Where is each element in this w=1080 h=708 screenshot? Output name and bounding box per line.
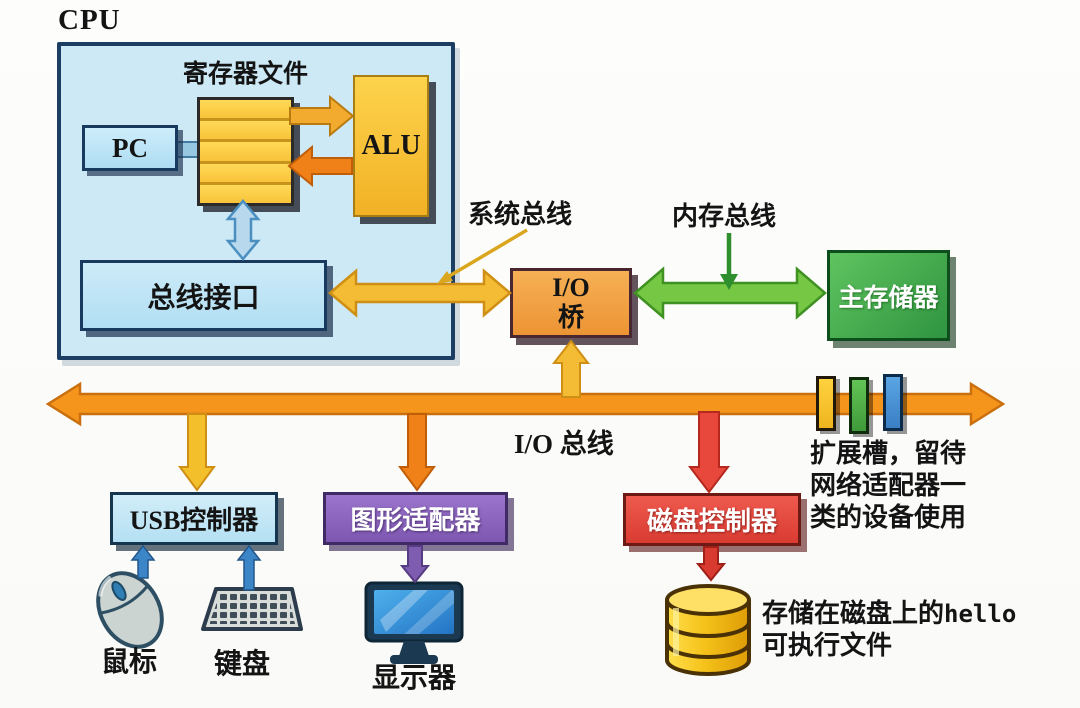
bus-to-graphics-arrow bbox=[398, 413, 436, 492]
io-bus-label: I/O 总线 bbox=[514, 429, 614, 459]
io-bridge-line1: I/O bbox=[552, 273, 590, 302]
register-row bbox=[200, 163, 291, 185]
memory-bus-pointer bbox=[720, 233, 738, 290]
hello-filename: hello bbox=[944, 600, 1017, 628]
graphics-to-monitor-arrow bbox=[399, 545, 431, 584]
expansion-note-line: 扩展槽，留待 bbox=[810, 439, 967, 468]
disk-icon bbox=[665, 584, 751, 676]
keyboard-icon bbox=[201, 587, 303, 631]
bus-to-bridge-arrow bbox=[551, 339, 591, 398]
expansion-slot-yellow bbox=[816, 376, 836, 431]
register-row bbox=[200, 121, 291, 143]
register-file-label: 寄存器文件 bbox=[182, 61, 308, 88]
monitor-icon bbox=[364, 581, 464, 664]
memory-bus-arrow bbox=[633, 266, 827, 320]
expansion-note-line: 类的设备使用 bbox=[810, 503, 967, 532]
disk-file-note-line1: 存储在磁盘上的hello bbox=[762, 599, 1017, 628]
mouse-to-usb-arrow bbox=[130, 544, 156, 579]
register-row bbox=[200, 142, 291, 164]
expansion-slot-blue bbox=[883, 374, 903, 431]
register-row bbox=[200, 184, 291, 204]
pc-box: PC bbox=[82, 125, 178, 171]
graphics-adapter-box: 图形适配器 bbox=[323, 492, 508, 545]
bus-to-usb-arrow bbox=[178, 413, 216, 492]
controller-to-disk-arrow bbox=[695, 546, 727, 582]
bus-interface-box: 总线接口 bbox=[80, 260, 327, 331]
main-memory-box: 主存储器 bbox=[827, 250, 950, 341]
io-bridge-line2: 桥 bbox=[557, 303, 584, 332]
expansion-note-line: 网络适配器一 bbox=[810, 471, 967, 500]
monitor-label: 显示器 bbox=[372, 663, 457, 694]
register-file-box bbox=[197, 97, 294, 206]
keyboard-label: 键盘 bbox=[214, 649, 271, 680]
bus-to-disk-arrow bbox=[687, 411, 731, 494]
alu-box: ALU bbox=[353, 75, 429, 217]
expansion-slot-green bbox=[849, 377, 869, 434]
register-row bbox=[200, 100, 291, 122]
expansion-note: 扩展槽，留待 网络适配器一 类的设备使用 bbox=[810, 438, 966, 534]
disk-file-note-line2: 可执行文件 bbox=[762, 631, 893, 660]
mouse-label: 鼠标 bbox=[101, 647, 158, 678]
system-bus-label: 系统总线 bbox=[468, 200, 573, 229]
io-bridge-box: I/O 桥 bbox=[510, 268, 632, 338]
usb-controller-box: USB控制器 bbox=[110, 492, 278, 545]
disk-file-note: 存储在磁盘上的hello 可执行文件 bbox=[762, 598, 1016, 662]
keyboard-to-usb-arrow bbox=[236, 544, 262, 591]
disk-controller-box: 磁盘控制器 bbox=[623, 493, 801, 546]
cpu-label: CPU bbox=[58, 4, 121, 36]
memory-bus-label: 内存总线 bbox=[672, 202, 777, 231]
